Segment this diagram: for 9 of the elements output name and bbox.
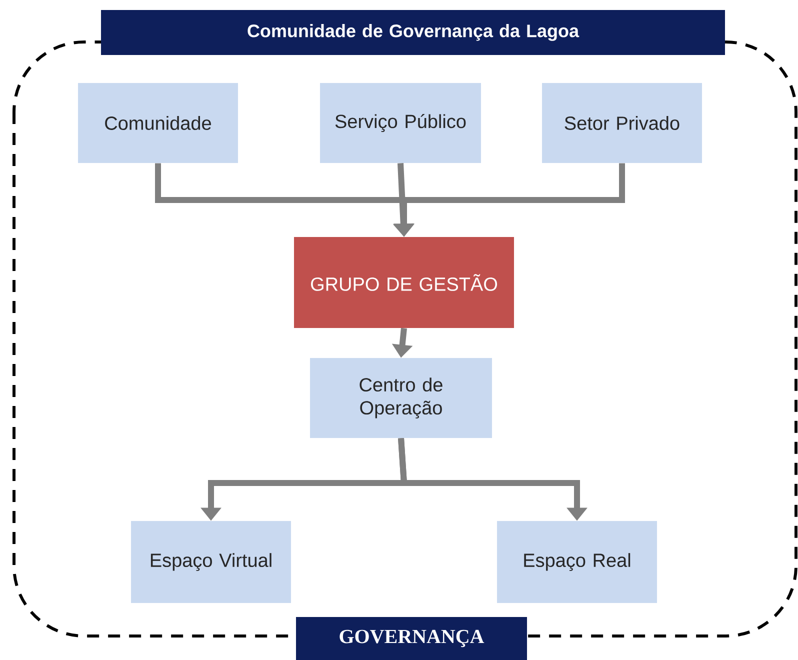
process-box: Comunidade xyxy=(78,83,238,163)
process-box: Setor Privado xyxy=(542,83,702,163)
process-box: Espaço Real xyxy=(497,521,657,603)
title-banner: Comunidade de Governança da Lagoa xyxy=(101,10,725,55)
footer-banner: GOVERNANÇA xyxy=(296,617,527,660)
process-box: Centro de Operação xyxy=(310,358,492,438)
process-box: Serviço Público xyxy=(320,83,481,163)
process-box: GRUPO DE GESTÃO xyxy=(294,237,514,328)
process-box: Espaço Virtual xyxy=(131,521,291,603)
